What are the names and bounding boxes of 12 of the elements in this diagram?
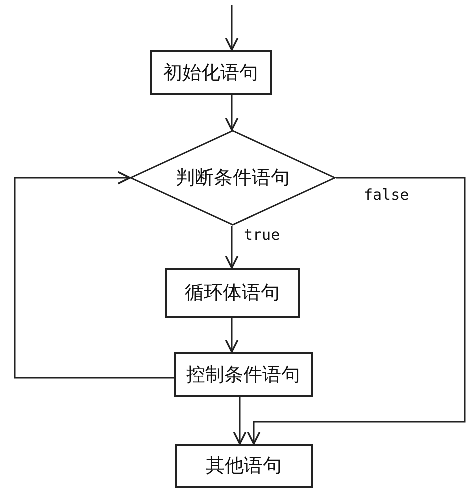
process-box: 控制条件语句 <box>174 352 313 397</box>
decision-diamond: 判断条件语句 <box>130 130 336 226</box>
process-box: 其他语句 <box>175 444 313 488</box>
arrow <box>225 5 239 51</box>
arrow <box>225 318 239 353</box>
arrow <box>225 226 239 269</box>
arrow <box>247 177 466 445</box>
arrow <box>225 95 239 131</box>
arrow <box>14 171 174 379</box>
process-box: 循环体语句 <box>165 268 300 318</box>
process-box: 初始化语句 <box>150 50 272 95</box>
arrow <box>233 397 247 445</box>
